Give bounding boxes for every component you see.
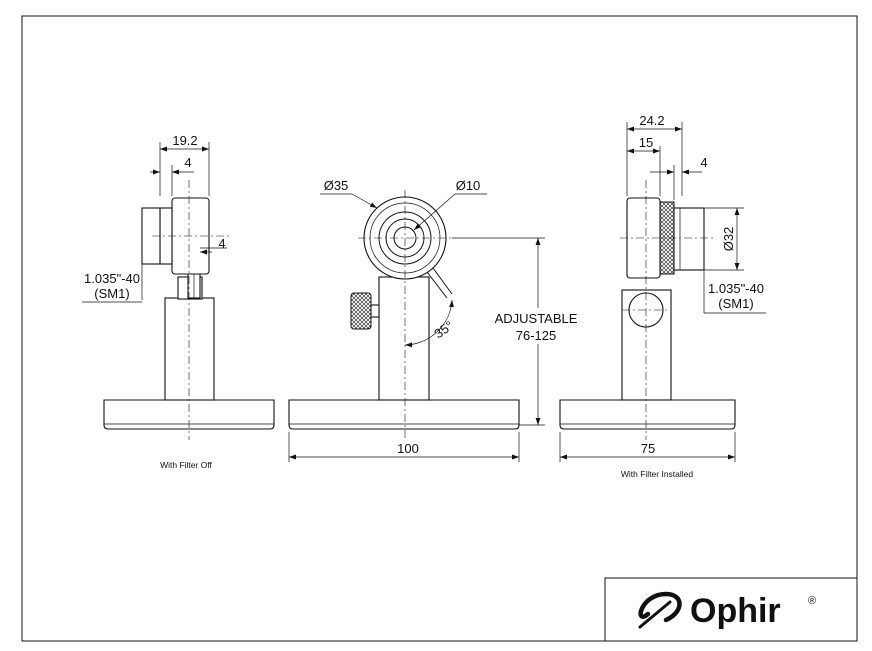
support-post [378,276,430,401]
dim-outer-diameter: Ø35 [324,178,349,193]
logo-box: Ophir ® [604,577,858,642]
thumbscrew [350,292,372,330]
base-plate [103,399,275,430]
ophir-logo-icon [638,591,682,629]
base-plate [559,399,736,430]
dim-bezel-side: 4 [218,236,225,251]
thread-spec-line1: 1.035"-40 [708,281,764,296]
dim-base-width-side: 75 [641,441,655,456]
side-view-filter-installed: 24.2 15 4 Ø32 1.035"-40 (SM1) 75 With Fi… [559,113,766,479]
dim-filter-diameter: Ø32 [721,227,736,252]
thread-spec-line1: 1.035"-40 [84,271,140,286]
dim-overall-width: 24.2 [639,113,664,128]
dim-body-width: 15 [639,135,653,150]
base-plate [288,399,520,430]
caption-filter-off: With Filter Off [160,460,212,470]
caption-filter-installed: With Filter Installed [621,469,694,479]
dim-tilt-angle: 35° [431,318,456,342]
side-view-filter-off: 19.2 4 4 1.035"-40 (SM1) With Filter Off [82,133,275,470]
drawing-border [21,15,858,642]
dim-height-line1: ADJUSTABLE [495,311,578,326]
front-view: Ø35 Ø10 35° ADJUSTABLE 76-125 100 [288,178,584,462]
registered-mark: ® [808,595,816,607]
dim-height-line2: 76-125 [516,328,556,343]
dim-base-width-front: 100 [397,441,419,456]
thread-spec-line2: (SM1) [718,296,753,311]
dim-bezel-top: 4 [184,155,191,170]
support-post [164,297,215,401]
dim-filter-width: 4 [700,155,707,170]
dim-overall-width: 19.2 [172,133,197,148]
dim-inner-diameter: Ø10 [456,178,481,193]
thread-spec-line2: (SM1) [94,286,129,301]
attenuator-filter [673,207,705,271]
brand-name: Ophir [690,592,781,630]
